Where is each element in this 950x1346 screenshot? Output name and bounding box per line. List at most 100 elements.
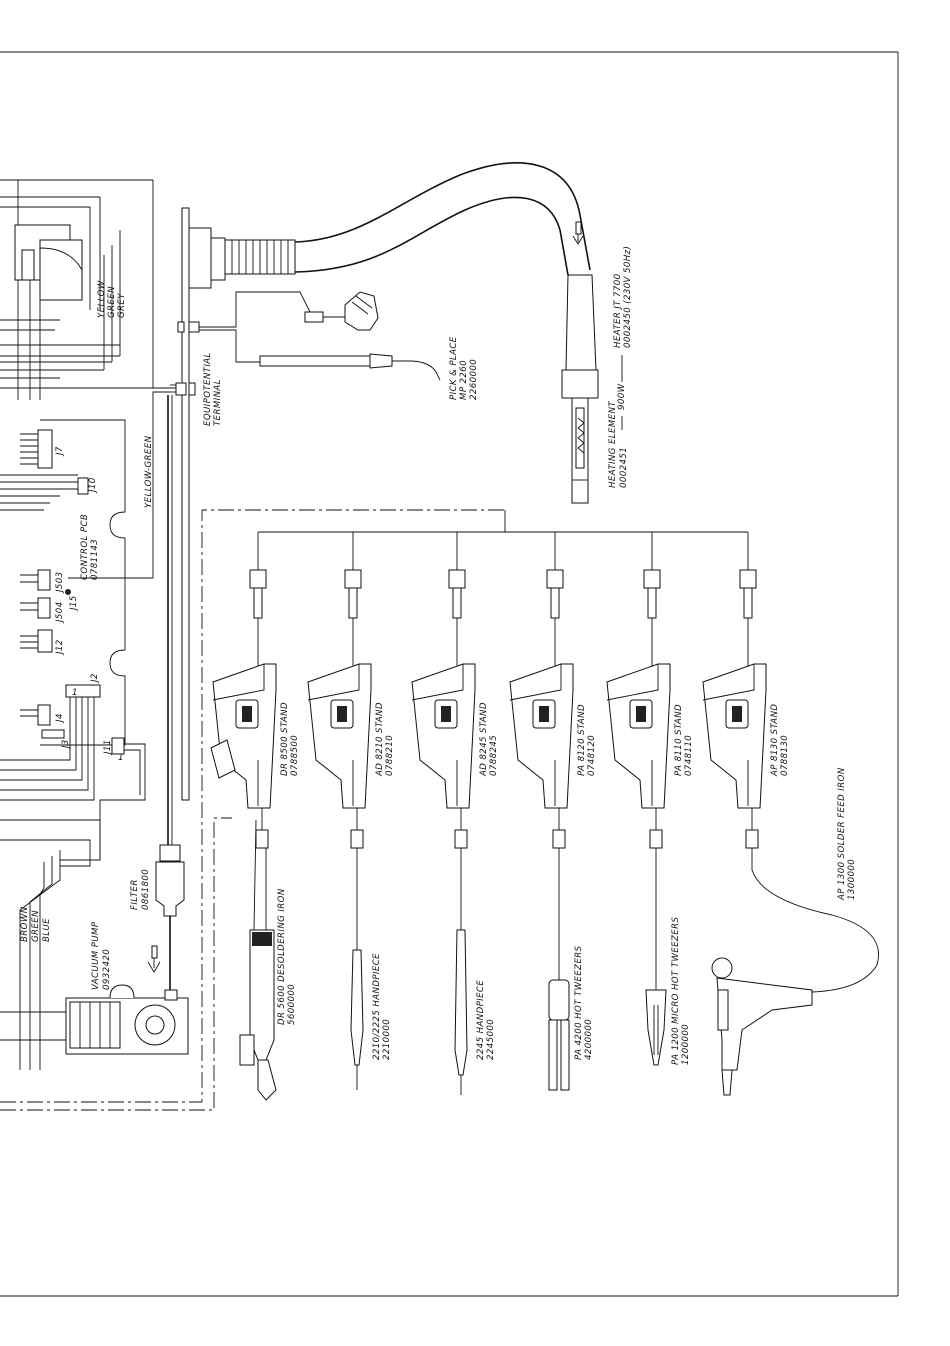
tool-connector <box>745 829 759 849</box>
yellow-green-label: YELLOW-GREEN <box>144 435 154 508</box>
control-pcb <box>0 419 146 861</box>
tool-name: DR 5600 DESOLDERING IRON <box>277 888 287 1025</box>
wire-label-blue: BLUE <box>42 918 52 942</box>
stand-body <box>702 663 767 809</box>
heater-handle <box>561 274 599 504</box>
cable-connector <box>249 569 267 589</box>
stand-body <box>212 663 277 809</box>
wattage-label: 900W <box>617 383 627 410</box>
j504-label: J504 <box>55 601 65 624</box>
front-panel <box>181 207 190 801</box>
j10-label: J10 <box>88 477 98 494</box>
j7-label: J7 <box>55 446 65 457</box>
vacuum-pump-label: VACUUM PUMP <box>91 921 101 990</box>
tool-connector <box>552 829 566 849</box>
tool-code: 1200000 <box>681 1024 691 1065</box>
stand-body <box>509 663 574 809</box>
j503-label: J503 <box>55 571 65 594</box>
yellow-green-wire <box>68 391 170 579</box>
stand-name: DR 8500 STAND <box>280 702 290 776</box>
pick-and-place-tool <box>177 291 441 381</box>
stand-code: 0788245 <box>489 735 499 776</box>
pump-wires <box>0 819 101 1070</box>
pin-1-j2: 1 <box>72 688 78 698</box>
tool-connector <box>350 829 364 849</box>
connector-j7 <box>37 429 53 469</box>
connector-j4 <box>37 704 51 726</box>
heating-element-label: HEATING ELEMENT <box>608 401 618 488</box>
stand-name: AP 8130 STAND <box>770 704 780 777</box>
stand-body <box>411 663 476 809</box>
tool-name: 2245 HANDPIECE <box>476 980 486 1060</box>
equipotential-label-1: EQUIPOTENTIAL <box>203 352 213 426</box>
tool-name: PA 4200 HOT TWEEZERS <box>574 945 584 1060</box>
pick-place-label: PICK & PLACE <box>449 336 459 400</box>
stand-code: 0788130 <box>780 735 790 776</box>
equipotential-label-2: TERMINAL <box>213 379 223 426</box>
stand-body <box>307 663 372 809</box>
filter-label: FILTER <box>130 879 140 910</box>
stand-code: 0748120 <box>587 735 597 776</box>
connector-j503 <box>37 569 51 591</box>
connector-j2 <box>65 684 101 698</box>
stand-code: 0748110 <box>684 735 694 776</box>
cable-connector <box>546 569 564 589</box>
connector-j10 <box>77 477 89 495</box>
cable-connector <box>739 569 757 589</box>
control-pcb-code: 0781143 <box>90 539 100 580</box>
header-pins <box>0 433 78 717</box>
j2-label: J2 <box>90 673 100 684</box>
pick-place-model: MP 2260 <box>459 360 469 400</box>
wire-label-yellow: YELLOW <box>97 280 107 318</box>
heater-code: 0002450 (230V 50Hz) <box>623 246 633 348</box>
hose-spring <box>224 239 296 275</box>
stand-name: PA 8120 STAND <box>577 704 587 776</box>
connector-j504 <box>37 597 51 619</box>
wire-label-grey: GREY <box>117 293 127 318</box>
connector-j15 <box>65 589 71 595</box>
tool-code: 1300000 <box>847 859 857 900</box>
vacuum-line <box>155 395 185 990</box>
pick-place-code: 2260000 <box>469 359 479 400</box>
tool-name: PA 1200 MICRO HOT TWEEZERS <box>671 917 681 1065</box>
j11-label: J11 <box>103 739 113 756</box>
tool-connector <box>649 829 663 849</box>
stand-code: 0788500 <box>290 735 300 776</box>
equipotential-terminal <box>170 382 196 396</box>
cable-connector <box>643 569 661 589</box>
cable-connector <box>448 569 466 589</box>
vacuum-pump-code: 0932420 <box>102 949 112 990</box>
filter-code: 0861800 <box>141 869 151 910</box>
vacuum-pump <box>0 984 189 1055</box>
cable-connector <box>344 569 362 589</box>
tool-code: 5600000 <box>287 984 297 1025</box>
tool-name: AP 1300 SOLDER FEED IRON <box>837 767 847 901</box>
j3-label: J3 <box>61 739 71 750</box>
heater-label: HEATER JT 7700 <box>613 273 623 348</box>
control-pcb-label: CONTROL PCB <box>80 514 90 580</box>
connector-j12 <box>37 629 53 653</box>
pin-1-j11: 1 <box>118 753 124 763</box>
tool-connector <box>454 829 468 849</box>
connector-j3 <box>41 729 65 739</box>
stand-name: AD 8210 STAND <box>375 702 385 777</box>
wire-label-brown: BROWN <box>20 906 30 942</box>
wire-bundle <box>0 179 180 400</box>
wire-label-green-2: GREEN <box>31 910 41 942</box>
stand-code: 0788210 <box>385 735 395 776</box>
tool-connector <box>255 829 269 849</box>
stand-body <box>606 663 671 809</box>
